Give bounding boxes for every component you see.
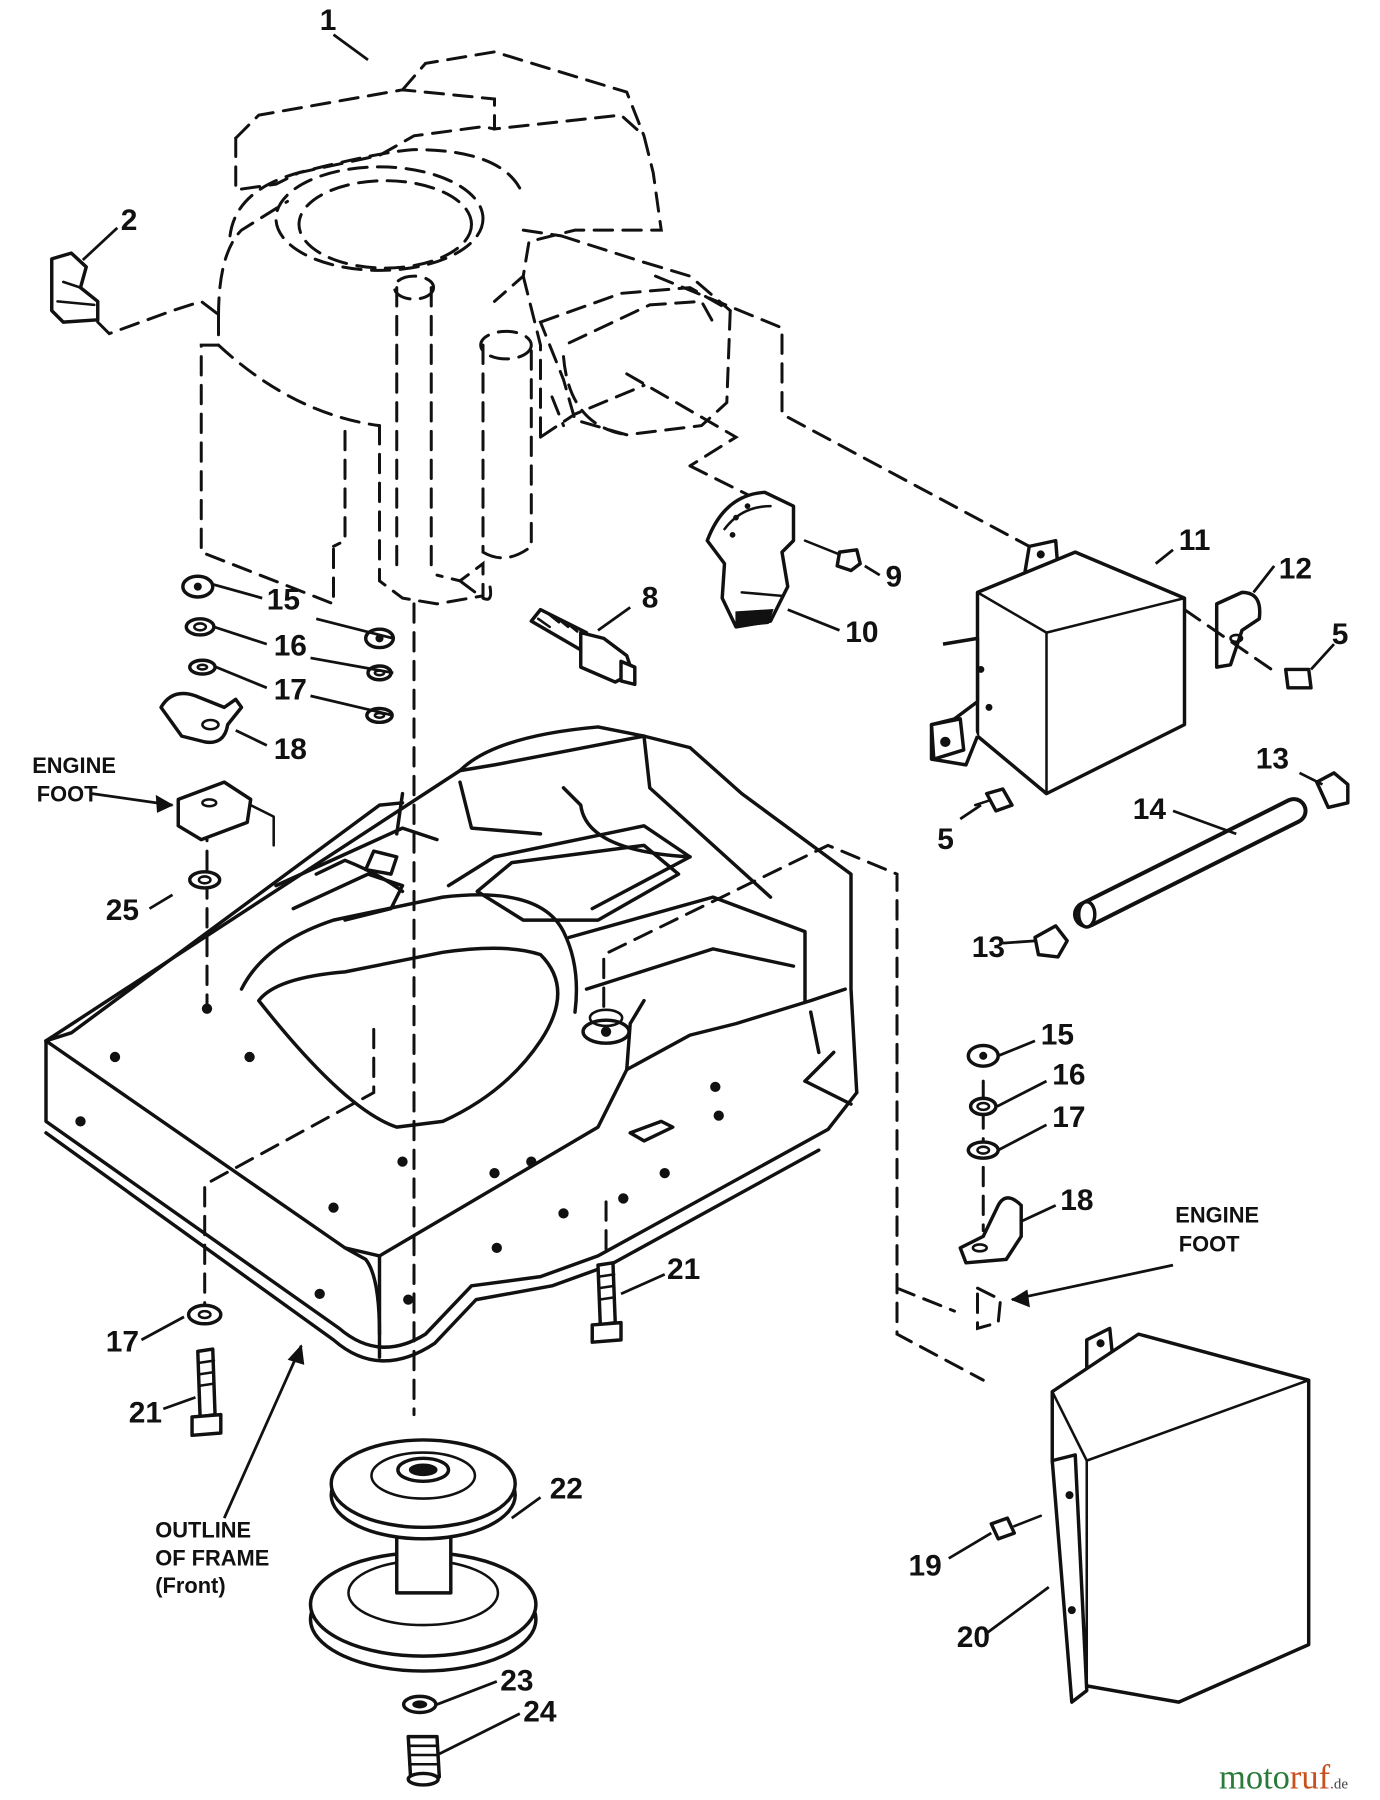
callout-25: 25 <box>106 894 139 927</box>
callout-16-right: 16 <box>1052 1059 1085 1092</box>
part-8-fitting <box>529 607 637 687</box>
part-13-clamp-lower <box>1033 924 1069 959</box>
part-13-clamp-upper <box>1315 771 1350 810</box>
callout-18-right: 18 <box>1060 1184 1093 1217</box>
callout-13-upper: 13 <box>1256 742 1289 775</box>
part-22-pulley <box>308 1438 538 1673</box>
callout-16-left: 16 <box>274 630 307 663</box>
callout-20: 20 <box>957 1621 990 1654</box>
tractor-frame <box>44 725 985 1382</box>
engine-outline <box>199 50 1031 1417</box>
callout-10: 10 <box>845 616 878 649</box>
callout-11: 11 <box>1179 524 1211 557</box>
callout-19: 19 <box>909 1550 942 1583</box>
callout-18-left: 18 <box>274 733 307 766</box>
label-engine-foot-left-line1: ENGINE <box>32 753 116 778</box>
part-5-screw-upper <box>1183 608 1313 690</box>
leader-lines <box>81 33 1336 1756</box>
callout-15-right: 15 <box>1041 1018 1074 1051</box>
watermark-part2: ruf <box>1290 1758 1331 1796</box>
callout-13-lower: 13 <box>972 931 1005 964</box>
callout-9: 9 <box>886 561 903 594</box>
part-12-clip <box>1214 590 1262 669</box>
callout-8: 8 <box>642 581 659 614</box>
part-19-screw <box>989 1514 1043 1541</box>
callout-24: 24 <box>523 1696 557 1729</box>
callout-21-right: 21 <box>667 1253 700 1286</box>
callout-14: 14 <box>1133 793 1167 826</box>
callout-15-left: 15 <box>267 584 300 617</box>
callout-5-upper: 5 <box>1332 618 1349 651</box>
part-9-bolt <box>803 539 862 573</box>
part-17-washer-left <box>186 1303 223 1326</box>
callout-numbers: 1 2 5 5 8 9 10 11 12 13 13 14 15 15 16 1… <box>106 4 1349 1729</box>
callout-23: 23 <box>500 1665 533 1698</box>
callout-5-lower: 5 <box>937 823 954 856</box>
part-21-bolt-right <box>590 1261 623 1344</box>
part-2-bracket <box>50 251 223 336</box>
watermark-suffix: .de <box>1330 1776 1348 1792</box>
callout-17-left: 17 <box>274 673 307 706</box>
label-outline-line1: OUTLINE <box>155 1518 251 1543</box>
label-engine-foot-left-line2: FOOT <box>37 782 98 807</box>
part-21-bolt-left <box>190 1347 223 1438</box>
part-24-bolt <box>406 1734 442 1787</box>
part-20-cover <box>1050 1326 1311 1704</box>
watermark-logo: motoruf.de <box>1219 1758 1348 1796</box>
part-10-bracket <box>705 490 796 629</box>
callout-17-bottom: 17 <box>106 1325 139 1358</box>
callout-22: 22 <box>550 1473 583 1506</box>
part-14-hose <box>1072 797 1308 929</box>
left-stack-hardware <box>159 574 396 1014</box>
label-engine-foot-right-line1: ENGINE <box>1175 1203 1259 1228</box>
callout-2: 2 <box>121 204 138 237</box>
part-5-screw-lower <box>973 787 1014 813</box>
right-stack-hardware <box>958 1043 1023 1331</box>
label-engine-foot-right-line2: FOOT <box>1179 1231 1240 1256</box>
part-11-cover <box>929 538 1187 796</box>
callout-21-left: 21 <box>129 1397 162 1430</box>
callout-12: 12 <box>1279 553 1312 586</box>
callout-17-right: 17 <box>1052 1101 1085 1134</box>
svg-text:motoruf.de: motoruf.de <box>1219 1758 1348 1796</box>
text-labels: ENGINE FOOT ENGINE FOOT OUTLINE OF FRAME… <box>32 753 1259 1598</box>
callout-1: 1 <box>320 4 337 37</box>
label-outline-line3: (Front) <box>155 1573 225 1598</box>
part-23-washer <box>401 1694 438 1715</box>
label-outline-line2: OF FRAME <box>155 1545 269 1570</box>
watermark-part1: moto <box>1219 1758 1290 1796</box>
